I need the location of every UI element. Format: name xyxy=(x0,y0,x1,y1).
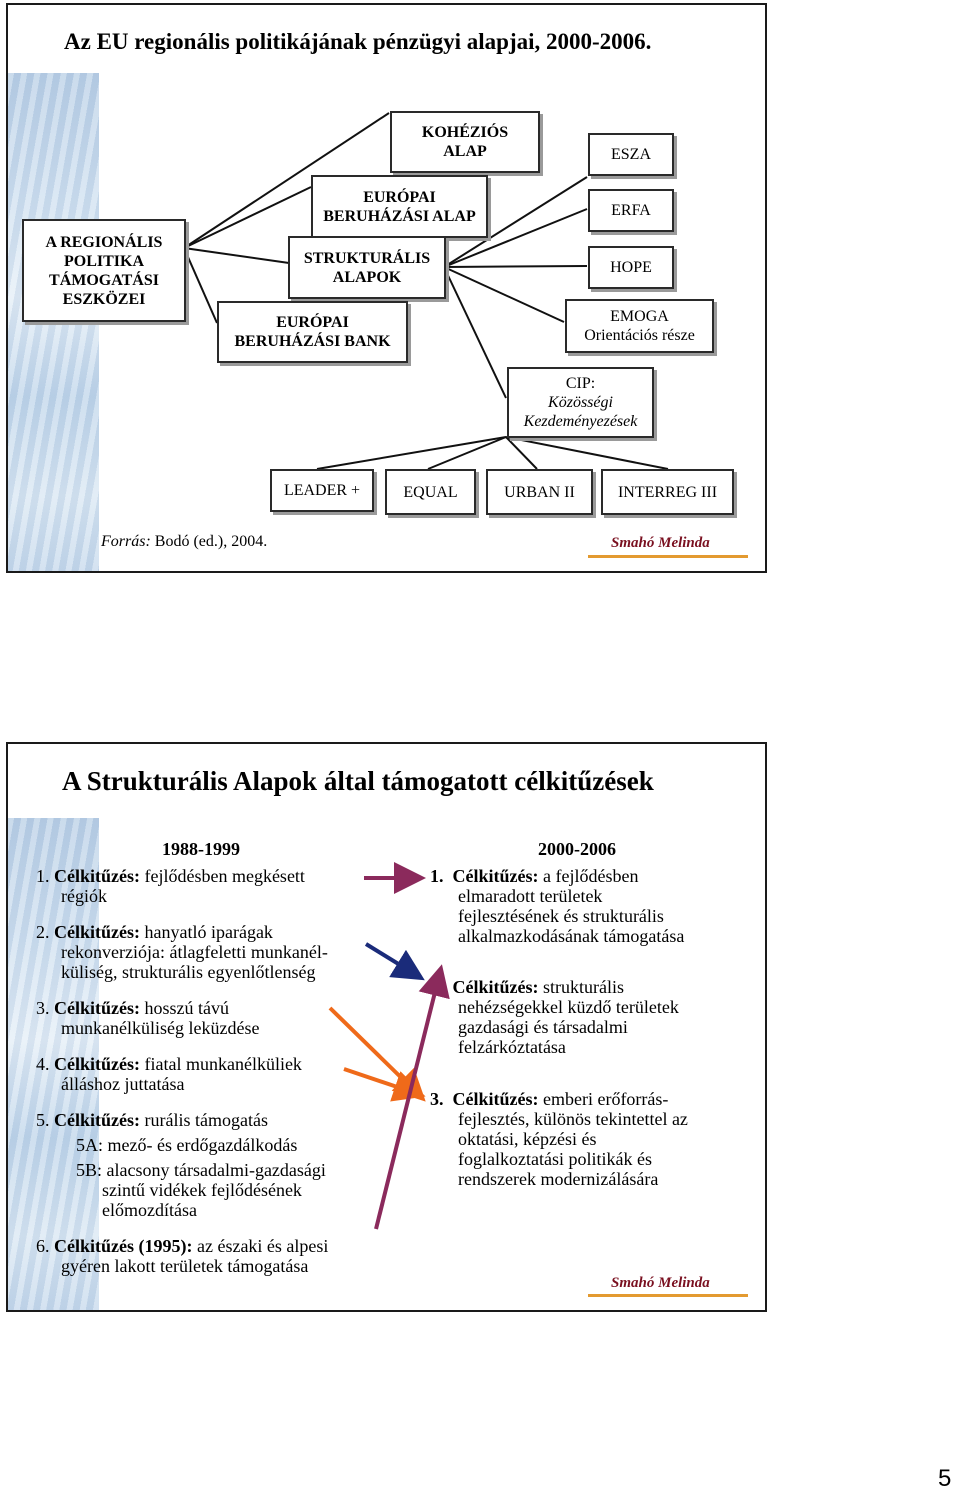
author-underline xyxy=(588,1294,748,1297)
decorative-stripe xyxy=(8,818,99,1310)
old-objective-5: 5. Célkitűzés: rurális támogatás xyxy=(36,1110,268,1130)
old-objective-2: 2. Célkitűzés: hanyatló iparágak rekonve… xyxy=(36,922,328,982)
slide-title: Az EU regionális politikájának pénzügyi … xyxy=(64,29,652,54)
line-cip-leader xyxy=(316,436,507,470)
arrow-3-to-3 xyxy=(328,1006,426,1102)
new-objective-3: 3. Célkitűzés: emberi erőforrás- fejlesz… xyxy=(430,1089,688,1189)
new-objective-1: 1. Célkitűzés: a fejlődésben elmaradott … xyxy=(430,866,685,946)
old-objective-6: 6. Célkitűzés (1995): az északi és alpes… xyxy=(36,1236,329,1276)
line-sa-cip xyxy=(443,266,507,399)
hope-box: HOPE xyxy=(588,246,674,289)
line-sa-hope xyxy=(443,265,588,268)
arrow-4-to-3 xyxy=(343,1067,426,1102)
slide-funding-diagram: Az EU regionális politikájának pénzügyi … xyxy=(6,3,767,573)
line-cip-interreg xyxy=(505,436,669,470)
urban-box: URBAN II xyxy=(486,469,593,515)
old-objective-5b: 5B: alacsony társadalmi-gazdasági szintű… xyxy=(76,1160,326,1220)
line-cip-urban xyxy=(505,436,538,470)
objective-arrows xyxy=(328,862,450,1230)
equal-box: EQUAL xyxy=(385,469,476,515)
author-name: Smahó Melinda xyxy=(611,1275,710,1291)
arrow-2-to-2 xyxy=(364,942,425,981)
line-root-strukturalis xyxy=(183,247,290,264)
decorative-stripe xyxy=(8,73,99,571)
esza-box: ESZA xyxy=(588,133,674,176)
old-objective-4: 4. Célkitűzés: fiatal munkanélküliek áll… xyxy=(36,1054,302,1094)
old-objective-3: 3. Célkitűzés: hosszú távú munkanélkülis… xyxy=(36,998,260,1038)
right-column-header: 2000-2006 xyxy=(538,839,616,859)
line-root-bank xyxy=(183,247,218,324)
slide-title: A Strukturális Alapok által támogatott c… xyxy=(62,766,654,796)
line-root-kohezios xyxy=(183,112,390,249)
old-objective-5a: 5A: mező- és erdőgazdálkodás xyxy=(76,1135,298,1155)
new-objective-2: 2. Célkitűzés: strukturális nehézségekke… xyxy=(430,977,679,1057)
leader-box: LEADER + xyxy=(270,469,374,512)
line-cip-equal xyxy=(427,436,507,470)
source-note: Forrás: Bodó (ed.), 2004. xyxy=(101,533,268,550)
line-root-eba xyxy=(183,186,312,249)
line-sa-emoga xyxy=(443,266,565,323)
author-name: Smahó Melinda xyxy=(611,535,710,551)
page-number: 5 xyxy=(938,1465,952,1492)
line-sa-erfa xyxy=(443,208,588,268)
author-underline xyxy=(588,555,748,558)
slide-objectives: A Strukturális Alapok által támogatott c… xyxy=(6,742,767,1312)
old-objective-1: 1. Célkitűzés: fejlődésben megkésett rég… xyxy=(36,866,305,906)
line-sa-esza xyxy=(443,176,588,268)
erfa-box: ERFA xyxy=(588,189,674,232)
connector-lines xyxy=(183,112,669,470)
interreg-box: INTERREG III xyxy=(601,469,734,515)
left-column-header: 1988-1999 xyxy=(162,839,240,859)
arrow-6-to-1 xyxy=(374,964,450,1230)
